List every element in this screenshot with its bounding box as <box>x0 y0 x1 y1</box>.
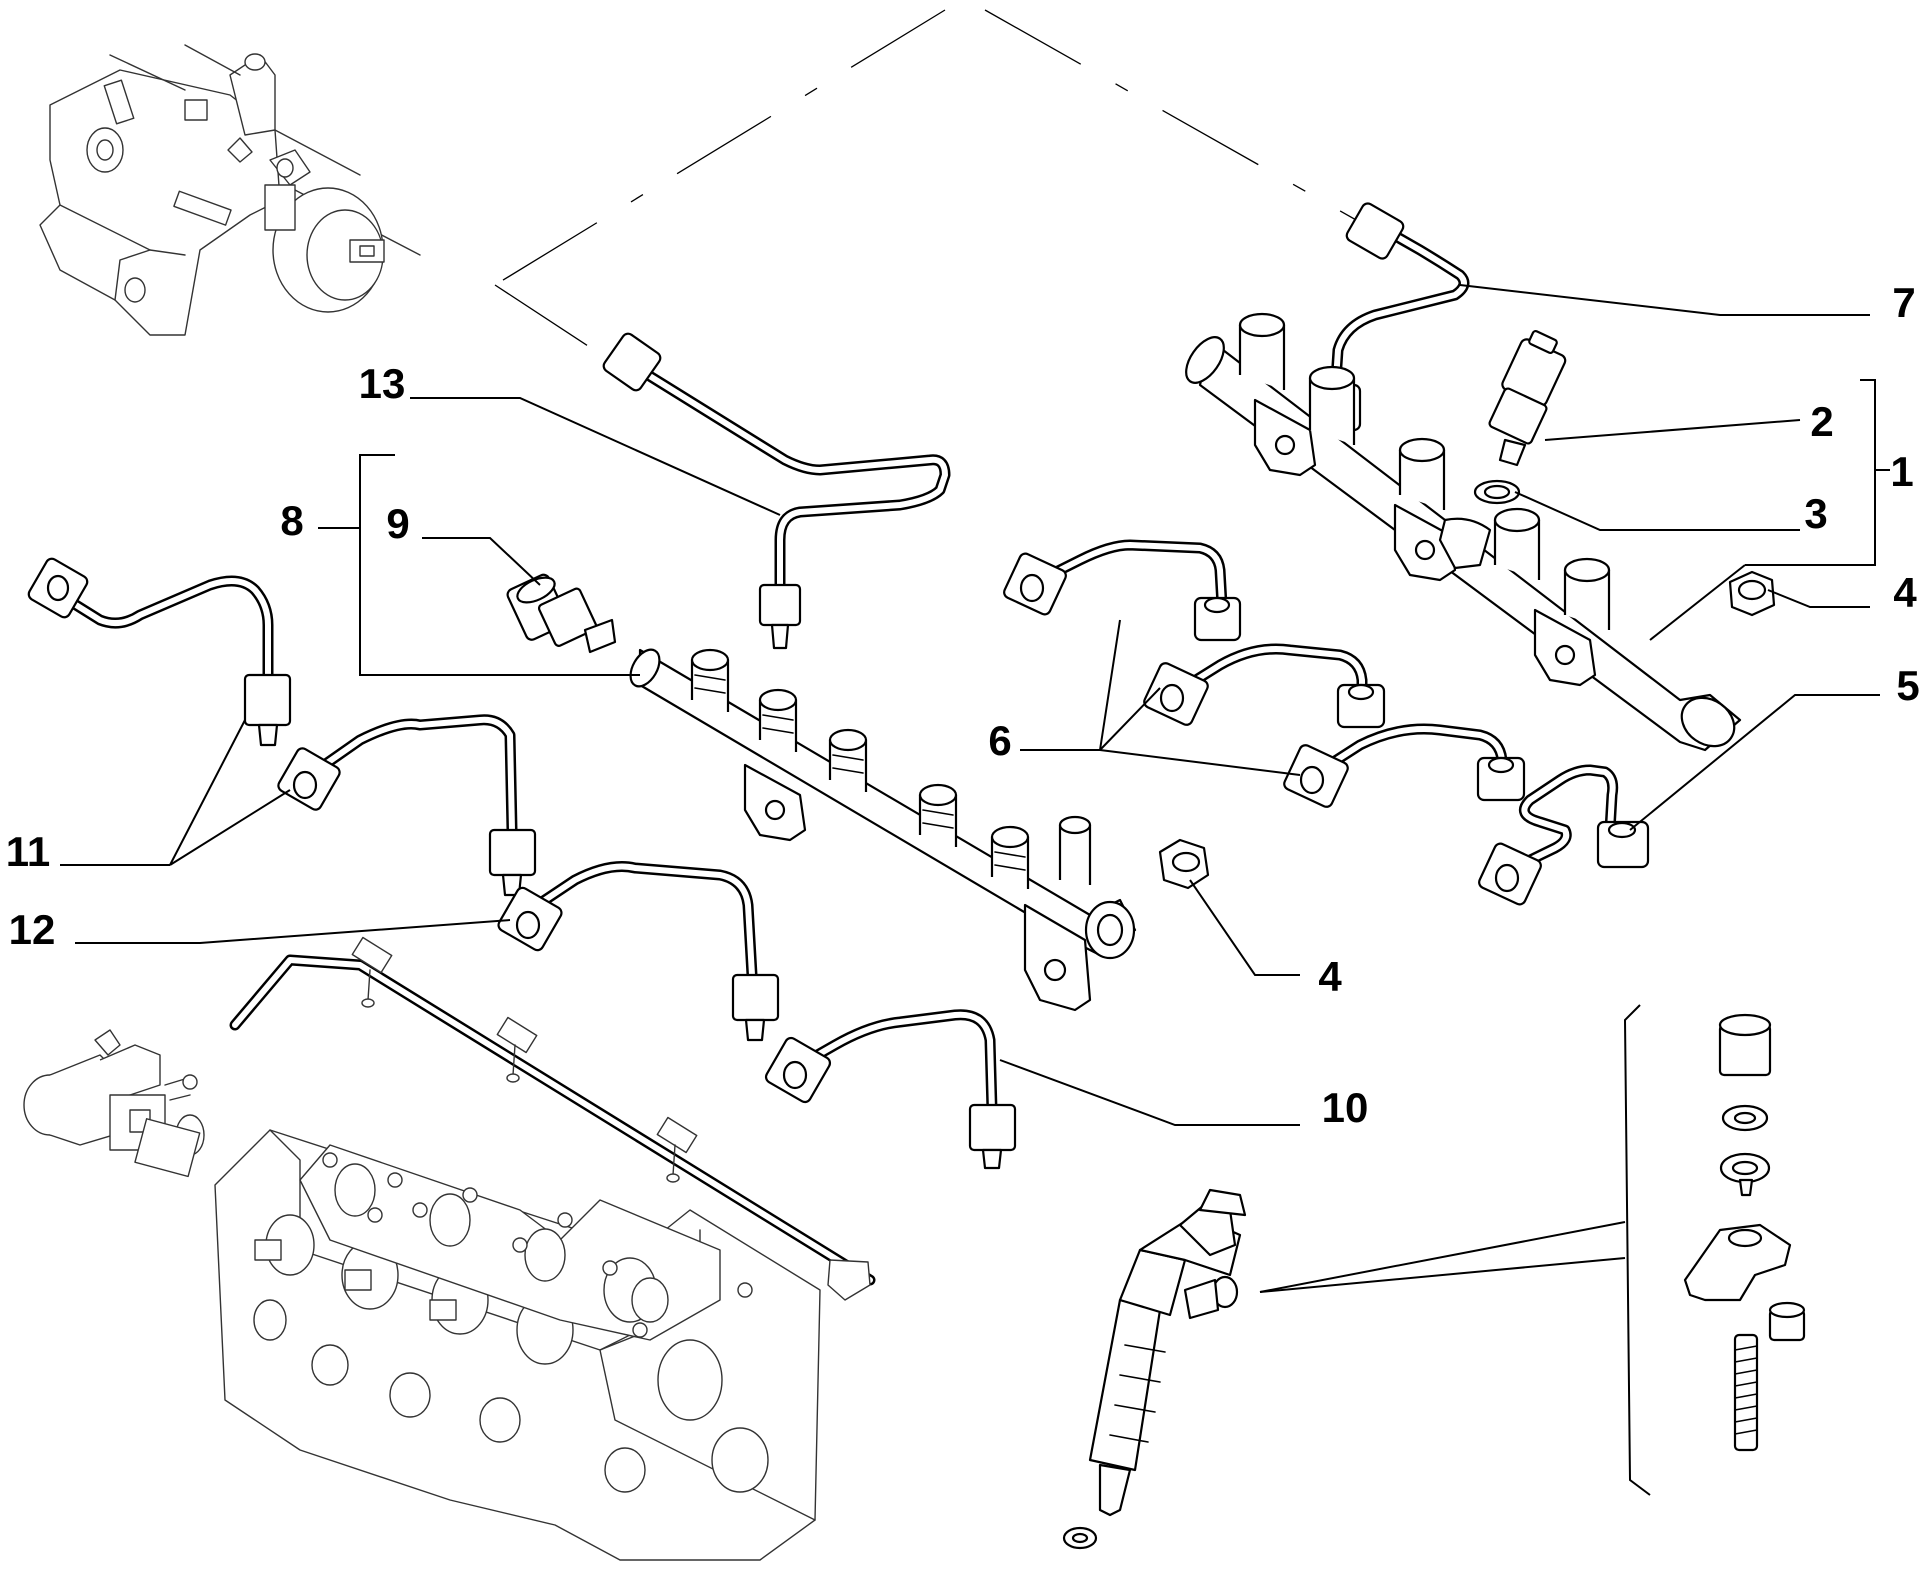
high-pressure-pipe-10 <box>764 1009 1017 1170</box>
callout-4-center: 4 <box>1318 953 1342 1000</box>
high-pressure-pipe-6-c <box>1283 723 1526 808</box>
callout-12: 12 <box>9 906 56 953</box>
callout-10: 10 <box>1322 1084 1369 1131</box>
assembly-reference-lines <box>494 9 1366 381</box>
leader-lines <box>60 284 1890 1496</box>
high-pressure-pipe-11-lower <box>277 714 537 897</box>
high-pressure-pipe-5 <box>1478 764 1650 906</box>
high-pressure-pump-ghost <box>39 44 421 336</box>
high-pressure-pipe-11-upper <box>27 557 292 747</box>
valve-assembly-ghost <box>23 1029 205 1178</box>
callout-3: 3 <box>1804 490 1827 537</box>
injector-assembly <box>1062 1188 1247 1550</box>
callout-7: 7 <box>1892 279 1915 326</box>
injector-mounting-kit <box>1683 1013 1806 1452</box>
callout-13: 13 <box>359 360 406 407</box>
high-pressure-pipe-6-b <box>1143 643 1386 729</box>
rail-pressure-sensor-9 <box>506 573 617 654</box>
callout-2: 2 <box>1810 398 1833 445</box>
callout-labels: 1 2 3 4 4 5 6 7 8 9 10 11 12 13 <box>6 279 1920 1131</box>
nut-4-right <box>1728 570 1776 617</box>
high-pressure-pipe-12 <box>497 861 780 1042</box>
callout-6: 6 <box>988 717 1011 764</box>
leak-off-return-line-ghost <box>229 936 876 1301</box>
fuel-rail-8 <box>629 648 1137 1012</box>
high-pressure-pipe-13 <box>602 332 951 650</box>
high-pressure-pipe-6-a <box>1003 539 1242 642</box>
cylinder-head-ghost <box>214 1129 821 1561</box>
callout-8: 8 <box>280 497 303 544</box>
callout-1: 1 <box>1890 448 1913 495</box>
callout-9: 9 <box>386 500 409 547</box>
callout-5: 5 <box>1896 662 1919 709</box>
nut-4-center <box>1158 838 1210 890</box>
rail-pressure-sensor-2 <box>1488 330 1567 467</box>
callout-11: 11 <box>6 828 50 875</box>
sealing-washer-3 <box>1473 479 1521 505</box>
fuel-rail-1 <box>1185 312 1742 752</box>
callout-4-right: 4 <box>1893 569 1917 616</box>
